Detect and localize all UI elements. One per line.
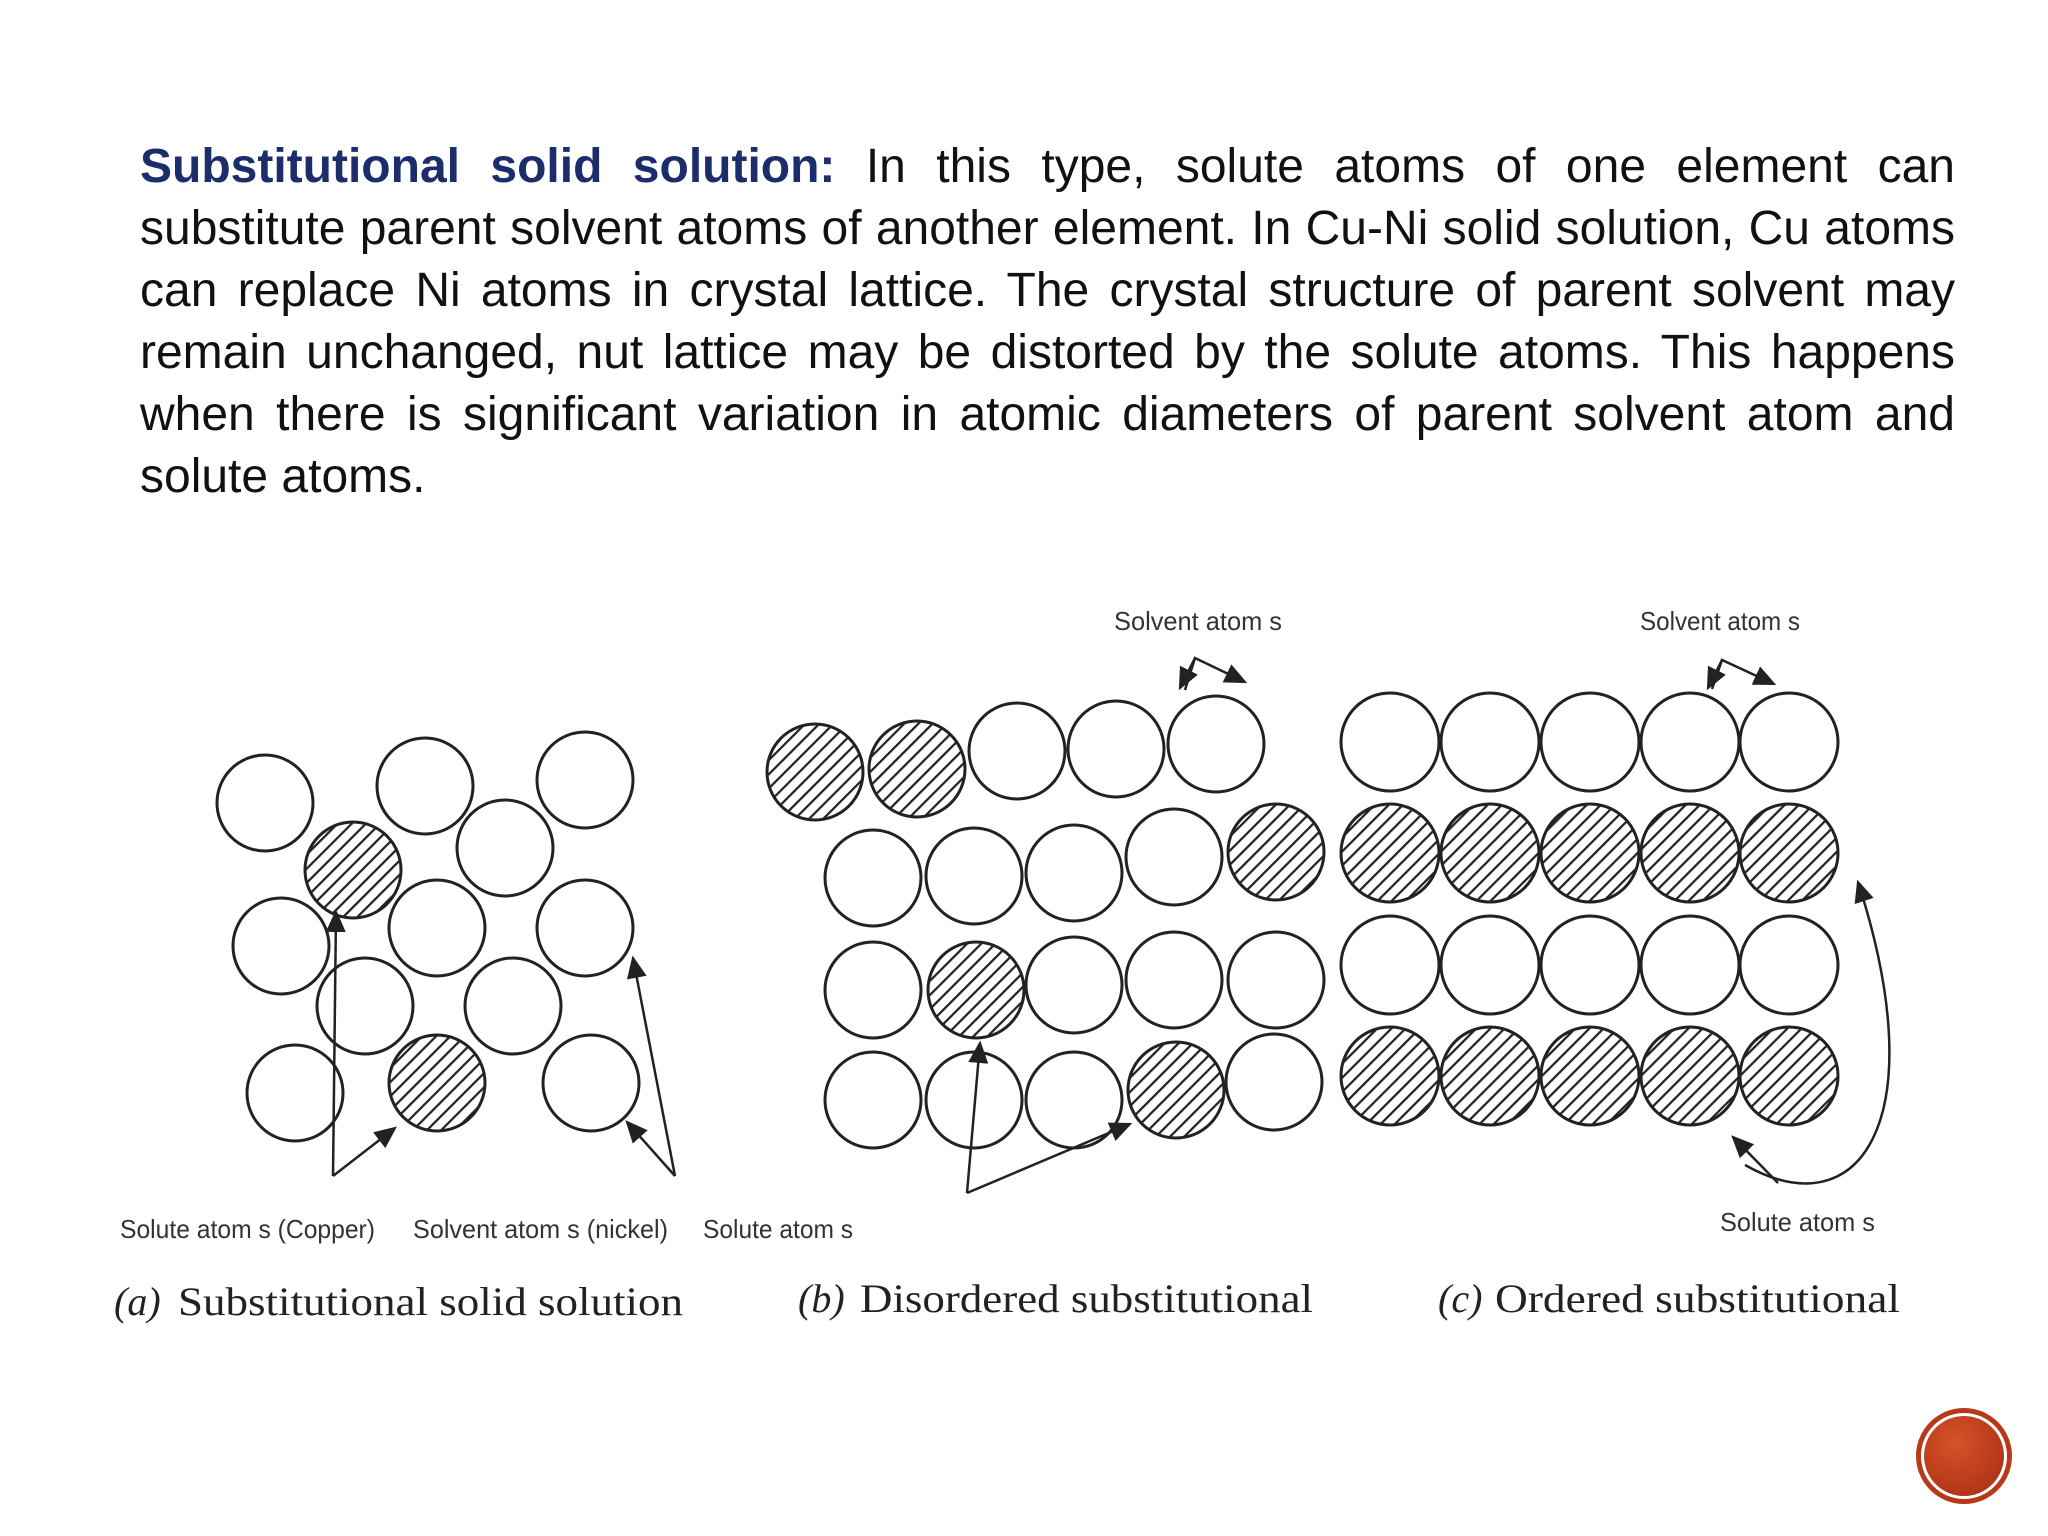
solute-atom	[926, 940, 1026, 1040]
label-solvent-nickel: Solvent atom s (nickel)	[413, 1214, 668, 1244]
solvent-atom	[1124, 807, 1224, 907]
solute-atom	[1339, 802, 1441, 904]
solute-atom	[1639, 1025, 1741, 1127]
paragraph-lead: Substitutional solid solution:	[140, 140, 836, 193]
solvent-atom	[1024, 823, 1124, 923]
atoms-panel-a	[215, 730, 641, 1143]
solvent-atom	[1166, 694, 1266, 794]
solvent-atom	[463, 956, 563, 1056]
solute-atom	[1738, 802, 1840, 904]
solvent-atom	[387, 878, 487, 978]
solvent-atom	[535, 730, 635, 830]
solute-atom	[387, 1033, 487, 1133]
solute-atom	[1539, 802, 1641, 904]
solvent-atom	[823, 828, 923, 928]
paragraph: Substitutional solid solution: In this t…	[140, 136, 1955, 508]
solute-atom	[1226, 802, 1326, 902]
solvent-atom	[1539, 914, 1641, 1016]
solvent-atom	[315, 956, 415, 1056]
caption-c: Ordered substitutional	[1495, 1276, 1900, 1321]
solute-atom	[1339, 1025, 1441, 1127]
solvent-atom	[455, 798, 555, 898]
diagram-captions: (a) Substitutional solid solution (b) Di…	[114, 1276, 1900, 1324]
solvent-atom	[1066, 699, 1166, 799]
solvent-atom	[823, 940, 923, 1040]
label-solute-copper: Solute atom s (Copper)	[120, 1214, 375, 1244]
leader-arrows	[325, 656, 1891, 1195]
solvent-atom	[1124, 930, 1224, 1030]
solute-atom	[1539, 1025, 1641, 1127]
solute-atom	[1639, 802, 1741, 904]
label-solvent-c: Solvent atom s	[1640, 606, 1800, 636]
solvent-atom	[1339, 691, 1441, 793]
caption-b: Disordered substitutional	[860, 1276, 1313, 1321]
solvent-atom	[215, 753, 315, 853]
solvent-atom	[967, 701, 1067, 801]
solvent-atom	[1738, 691, 1840, 793]
solvent-atom	[1639, 914, 1741, 1016]
solute-atom	[1439, 1025, 1541, 1127]
solute-atom	[765, 722, 865, 822]
solvent-atom	[1339, 914, 1441, 1016]
slide-badge	[1921, 1413, 2007, 1499]
solvent-atom	[823, 1050, 923, 1150]
solvent-atom	[231, 896, 331, 996]
solvent-atom	[1224, 1032, 1324, 1132]
caption-letter-b: (b)	[798, 1276, 845, 1321]
solute-atom	[1126, 1040, 1226, 1140]
solute-atom	[1439, 802, 1541, 904]
caption-letter-c: (c)	[1438, 1276, 1482, 1321]
solute-atom	[303, 820, 403, 920]
solvent-atom	[1439, 914, 1541, 1016]
diagram-labels: Solute atom s (Copper) Solvent atom s (n…	[120, 606, 1875, 1244]
paragraph-body: In this type, solute atoms of one elemen…	[140, 140, 1955, 503]
solvent-atom	[1226, 930, 1326, 1030]
solvent-atom	[1639, 691, 1741, 793]
solvent-atom	[535, 878, 635, 978]
solvent-atom	[1439, 691, 1541, 793]
label-solvent-b: Solvent atom s	[1114, 606, 1282, 636]
atoms-panel-b	[765, 694, 1326, 1150]
solvent-atom	[1024, 935, 1124, 1035]
solvent-atom	[924, 826, 1024, 926]
atoms-panel-c	[1339, 691, 1840, 1127]
solvent-atom	[1539, 691, 1641, 793]
solvent-atom	[375, 736, 475, 836]
solute-atom	[1738, 1025, 1840, 1127]
caption-a: Substitutional solid solution	[178, 1279, 683, 1324]
solvent-atom	[1738, 914, 1840, 1016]
solvent-atom	[245, 1043, 345, 1143]
label-solute-a: Solute atom s	[703, 1214, 853, 1244]
caption-letter-a: (a)	[114, 1279, 161, 1324]
solvent-atom	[541, 1033, 641, 1133]
solute-atom	[867, 719, 967, 819]
label-solute-c: Solute atom s	[1720, 1207, 1875, 1237]
